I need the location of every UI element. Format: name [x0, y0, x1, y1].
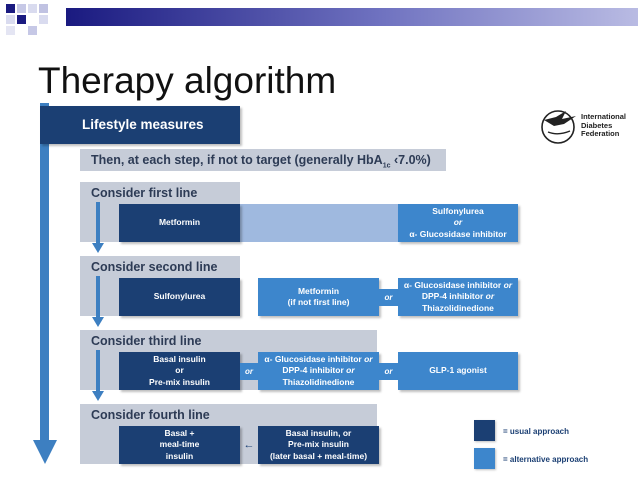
step-arrow-shaft — [96, 202, 100, 244]
sulfonylurea-label: Sulfonylurea — [153, 291, 206, 302]
usual-line: (later basal + meal-time) — [269, 450, 368, 461]
step-arrow-shaft — [96, 350, 100, 392]
alt-or: or — [503, 279, 513, 290]
glp1-label: GLP-1 agonist — [429, 365, 487, 376]
basal-mealtime-insulin-box: Basal + meal-time insulin — [119, 426, 240, 464]
alt-line: α- Glucosidase inhibitor — [403, 279, 504, 290]
deco-square — [6, 4, 15, 13]
alt-line: Thiazolidinedione — [282, 376, 355, 387]
step-arrow-head — [92, 317, 104, 327]
deco-square — [17, 15, 26, 24]
first-line-label: Consider first line — [91, 186, 198, 200]
step-arrow-shaft — [96, 276, 100, 318]
deco-square — [28, 4, 37, 13]
third-line-label: Consider third line — [91, 334, 202, 348]
alt-line: (if not first line) — [287, 297, 350, 307]
deco-square — [39, 15, 48, 24]
metformin-alt-box: Metformin (if not first line) — [258, 278, 379, 316]
alt-or: or — [485, 291, 495, 302]
step-arrow-head — [92, 391, 104, 401]
deco-square — [39, 4, 48, 13]
main-flow-arrowhead — [33, 440, 57, 464]
legend-usual-swatch — [474, 420, 495, 441]
slide-title: Therapy algorithm — [38, 60, 337, 101]
or-connector: or — [240, 363, 258, 380]
alt-line: α- Glucosidase inhibitor — [264, 353, 365, 364]
usual-line: Pre-mix insulin — [288, 439, 349, 450]
header-gradient-bar — [66, 8, 638, 26]
target-text-subscript: 1c — [382, 162, 391, 170]
second-line-alternative-box: α- Glucosidase inhibitor or DPP-4 inhibi… — [398, 278, 518, 316]
legend-alternative-label: = alternative approach — [503, 455, 589, 464]
target-text: Then, at each step, if not to target (ge… — [91, 153, 431, 170]
first-line-connector — [240, 204, 398, 242]
third-line-header: Consider third line — [80, 330, 377, 350]
usual-line: meal-time — [159, 439, 200, 450]
lifestyle-label: Lifestyle measures — [82, 117, 204, 132]
metformin-label: Metformin — [158, 217, 201, 228]
second-line-label: Consider second line — [91, 260, 218, 274]
alt-line: DPP-4 inhibitor — [282, 365, 347, 376]
main-flow-arrow-shaft — [40, 103, 49, 441]
usual-line: Basal insulin — [153, 353, 206, 364]
left-arrow-icon: ← — [243, 438, 255, 451]
first-line-alternative-box: Sulfonylurea or α- Glucosidase inhibitor — [398, 204, 518, 242]
legend-usual-label: = usual approach — [503, 427, 570, 436]
target-banner: Then, at each step, if not to target (ge… — [80, 149, 446, 171]
usual-line: Basal insulin, or — [285, 427, 352, 438]
alt-line: Thiazolidinedione — [422, 302, 494, 313]
fourth-line-insulin-box: Basal insulin, or Pre-mix insulin (later… — [258, 426, 379, 464]
fourth-line-header: Consider fourth line — [80, 404, 377, 424]
alt-line: Metformin — [297, 285, 340, 296]
usual-line: Basal + — [164, 427, 195, 438]
idf-logo-line: Diabetes — [581, 120, 613, 130]
deco-square — [17, 4, 26, 13]
basal-insulin-box: Basal insulin or Pre-mix insulin — [119, 352, 240, 390]
alt-or: or — [364, 353, 373, 364]
alt-line: DPP-4 inhibitor — [421, 291, 486, 302]
deco-square — [6, 26, 15, 35]
glp1-agonist-box: GLP-1 agonist — [398, 352, 518, 390]
alt-or: or — [453, 217, 463, 228]
idf-logo-line: Federation — [581, 129, 620, 139]
sulfonylurea-box: Sulfonylurea — [119, 278, 240, 316]
deco-square — [6, 15, 15, 24]
alt-line: Sulfonylurea — [432, 205, 484, 216]
second-line-header: Consider second line — [80, 256, 240, 276]
alt-line: α- Glucosidase inhibitor — [409, 228, 507, 239]
usual-line: Pre-mix insulin — [149, 376, 210, 387]
deco-square — [28, 26, 37, 35]
first-line-header: Consider first line — [80, 182, 240, 202]
idf-bird-logo-icon — [541, 110, 576, 144]
step-arrow-head — [92, 243, 104, 253]
fourth-line-label: Consider fourth line — [91, 408, 210, 422]
target-text-suffix: ‹7.0%) — [390, 153, 431, 167]
idf-logo-line: International — [581, 112, 627, 121]
or-connector: or — [379, 363, 398, 380]
usual-line: insulin — [165, 450, 194, 461]
idf-logo-text: International Diabetes Federation — [581, 112, 627, 139]
alt-or: or — [346, 365, 355, 376]
usual-or: or — [175, 365, 184, 376]
metformin-box: Metformin — [119, 204, 240, 242]
header-decoration — [0, 0, 638, 36]
lifestyle-measures-box: Lifestyle measures — [40, 106, 240, 144]
third-line-oral-alternative-box: α- Glucosidase inhibitor or DPP-4 inhibi… — [258, 352, 379, 390]
target-text-prefix: Then, at each step, if not to target (ge… — [91, 153, 383, 167]
or-connector: or — [379, 289, 398, 306]
legend-alternative-swatch — [474, 448, 495, 469]
